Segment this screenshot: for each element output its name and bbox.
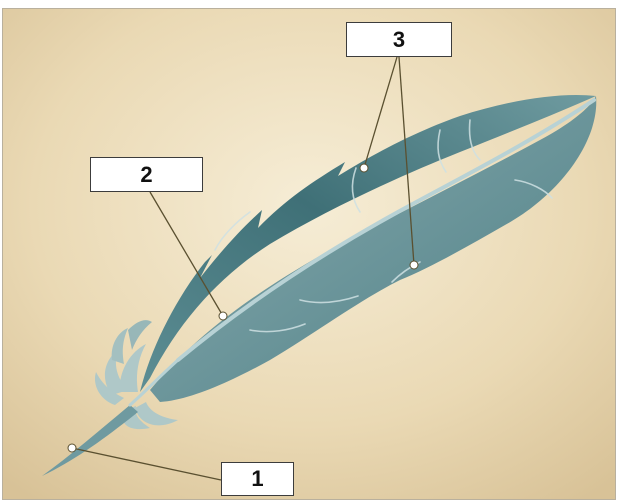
label-2-box[interactable]: 2 [90,157,203,192]
label-3-box[interactable]: 3 [346,22,452,57]
label-2-text: 2 [140,162,152,188]
label-3-text: 3 [393,27,405,53]
marker-3b [410,261,418,269]
marker-1 [68,444,76,452]
label-1-box[interactable]: 1 [221,462,294,496]
marker-3a [360,164,368,172]
quill [42,405,138,476]
marker-2 [219,312,227,320]
label-1-text: 1 [251,466,263,492]
